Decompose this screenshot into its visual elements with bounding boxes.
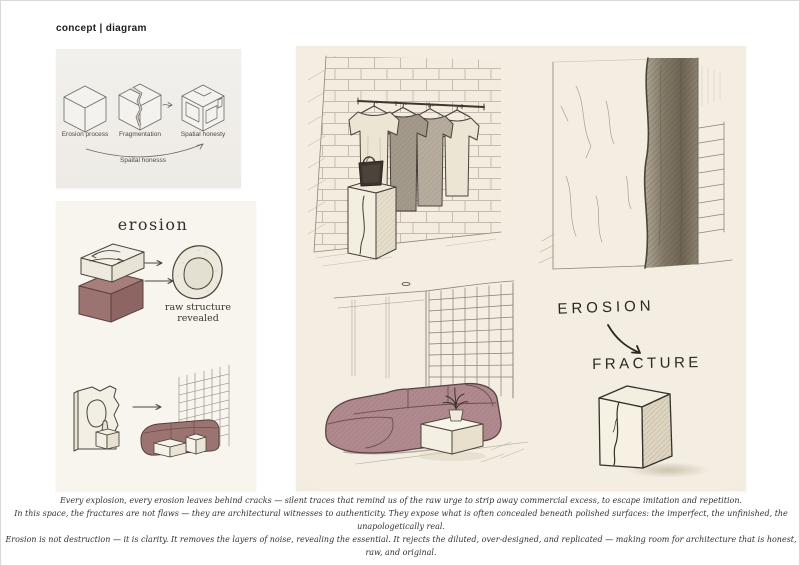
erosion-arrow [607,324,641,354]
cube-erosion-process [63,85,107,133]
fracture-word: FRACTURE [592,354,702,373]
clothing-rack-sketch [307,55,502,267]
step-label-fragmentation: Fragmentation [119,131,161,138]
statement-line-2: In this space, the fractures are not fla… [14,509,788,531]
cream-block [80,243,145,283]
ring-caption: raw structure revealed [164,302,232,324]
shirt-4 [434,117,480,197]
arrow-fragmentation-to-honesty [162,102,173,108]
statement-line-3: Erosion is not destruction — it is clari… [5,535,797,557]
arrows-to-ring [144,260,174,284]
cube-fragmentation [118,83,162,131]
mauve-block [78,271,144,323]
fracture-cube-sketch [598,324,710,478]
sofa-room-sketch [325,280,529,465]
mini-diagram-sketch [63,83,225,158]
statement-line-1: Every explosion, every erosion leaves be… [59,496,743,505]
wall-cracks [560,85,632,243]
display-pedestal [347,180,397,260]
erosion-panel: erosion raw structure revealed [56,201,256,491]
erosion-panel-sketch [73,243,230,458]
concept-statement: Every explosion, every erosion leaves be… [1,494,799,559]
step-label-spatial-honesty: Spatial honesty [180,131,226,138]
fissure [643,57,698,269]
mini-pedestal [95,420,120,450]
grid-wall [428,282,514,398]
mini-tables [153,433,207,458]
sketch-board-panel: EROSION FRACTURE [296,46,746,491]
potted-plant [442,387,469,422]
cube-spatial-honesty [181,84,225,132]
eroded-ring [172,245,223,300]
step-label-erosion-process: Erosion process [61,131,109,138]
handbag [358,156,384,187]
shirt-3 [406,115,454,207]
erosion-panel-title: erosion [117,215,189,234]
side-shelves [698,121,725,234]
coffee-table [420,416,484,455]
fissure-wall-sketch [538,57,733,270]
mini-diagram-panel: Erosion process Fragmentation Spatial ho… [56,49,241,188]
arrow-to-sofa [132,404,162,410]
arc-arrow [85,143,204,158]
arc-label: Spaital honesss [120,157,166,164]
rail [357,97,485,111]
erosion-word: EROSION [557,297,655,318]
sketch-board [307,55,733,478]
page-title: concept | diagram [56,23,147,34]
